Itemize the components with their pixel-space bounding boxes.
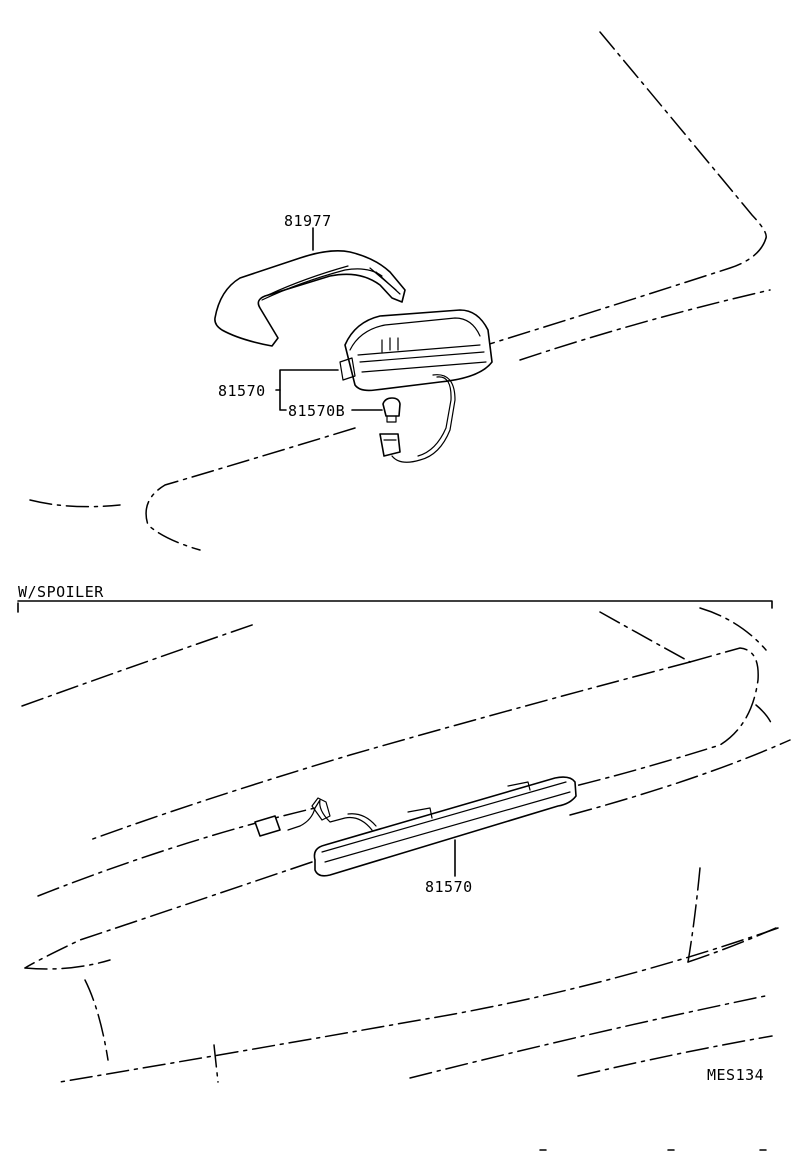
diagram-code: MES134	[707, 1066, 764, 1084]
bulb-81570B	[382, 397, 401, 423]
leader-lamp	[275, 369, 383, 411]
label-cover: 81977	[284, 212, 332, 230]
rear-window-outline	[29, 31, 771, 551]
spoiler-outline	[21, 607, 791, 1151]
section-bracket	[17, 600, 773, 613]
cover-81977	[214, 250, 406, 347]
label-spoiler-lamp: 81570	[425, 878, 473, 896]
lamp-assembly-81570	[339, 309, 493, 463]
label-lamp-assembly: 81570	[218, 382, 266, 400]
label-bulb: 81570B	[288, 402, 345, 420]
section-title: W/SPOILER	[18, 583, 104, 601]
socket	[379, 433, 401, 457]
spoiler-lamp-81570	[254, 776, 577, 877]
